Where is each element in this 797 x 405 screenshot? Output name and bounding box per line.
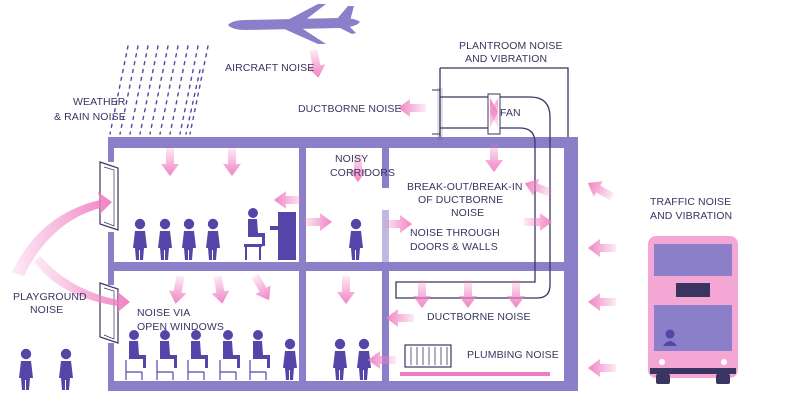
noise-arrow-icon — [524, 213, 552, 231]
label-breakout-2: OF DUCTBORNE — [418, 194, 503, 206]
radiator-icon — [400, 344, 550, 376]
labels: AIRCRAFT NOISE PLANTROOM NOISE AND VIBRA… — [13, 40, 732, 361]
noise-arrow-icon — [398, 99, 426, 117]
playground-children — [19, 348, 73, 390]
noise-arrow-icon — [588, 359, 616, 377]
noise-arrows — [12, 48, 617, 377]
label-windows-2: OPEN WINDOWS — [137, 321, 224, 333]
label-weather-2: & RAIN NOISE — [54, 111, 126, 123]
label-plantroom-2: AND VIBRATION — [465, 53, 547, 65]
label-fan: FAN — [500, 107, 521, 119]
noise-arrow-icon — [12, 192, 112, 276]
label-playground-2: NOISE — [30, 304, 63, 316]
airplane-icon — [228, 4, 360, 44]
label-ductborne-top: DUCTBORNE NOISE — [298, 103, 402, 115]
window-lower — [99, 282, 119, 344]
noise-arrow-icon — [247, 271, 277, 305]
bus-icon — [648, 236, 738, 384]
noise-arrow-icon — [34, 256, 130, 312]
fan-icon — [487, 93, 501, 135]
noise-arrow-icon — [386, 309, 414, 327]
standing-pupils — [133, 218, 220, 260]
noise-arrow-icon — [485, 144, 503, 172]
rain-icon — [109, 45, 209, 135]
noise-arrow-icon — [588, 293, 616, 311]
noise-arrow-icon — [507, 280, 525, 308]
noise-arrow-icon — [274, 191, 302, 209]
corridor-person-upper — [349, 218, 363, 260]
label-noisy-2: CORRIDORS — [330, 167, 395, 179]
noise-arrow-icon — [208, 274, 232, 306]
building-structure — [108, 137, 578, 391]
noise-arrow-icon — [166, 274, 190, 306]
label-ductborne-lower: DUCTBORNE NOISE — [427, 311, 531, 323]
piano-player — [248, 208, 265, 246]
teacher — [283, 338, 297, 380]
noise-arrow-icon — [583, 175, 617, 205]
noise-arrow-icon — [223, 148, 241, 176]
label-plantroom-1: PLANTROOM NOISE — [459, 40, 563, 52]
label-windows-1: NOISE VIA — [137, 307, 190, 319]
corridor-people-lower — [333, 338, 371, 380]
noise-arrow-icon — [304, 213, 332, 231]
label-through-1: NOISE THROUGH — [410, 227, 500, 239]
label-noisy-1: NOISY — [335, 153, 368, 165]
label-breakout-1: BREAK-OUT/BREAK-IN — [407, 181, 523, 193]
seated-pupils — [125, 330, 270, 381]
label-playground-1: PLAYGROUND — [13, 291, 87, 303]
label-plumbing: PLUMBING NOISE — [467, 349, 559, 361]
label-traffic-1: TRAFFIC NOISE — [650, 196, 731, 208]
noise-arrow-icon — [337, 276, 355, 304]
label-through-2: DOORS & WALLS — [410, 241, 498, 253]
label-aircraft: AIRCRAFT NOISE — [225, 62, 314, 74]
label-breakout-3: NOISE — [451, 207, 484, 219]
duct-icon — [395, 67, 569, 299]
plant-wall — [437, 88, 443, 140]
label-traffic-2: AND VIBRATION — [650, 210, 732, 222]
label-weather-1: WEATHER — [73, 96, 126, 108]
piano-icon — [244, 212, 296, 260]
noise-arrow-icon — [413, 280, 431, 308]
noise-arrow-icon — [161, 148, 179, 176]
noise-arrow-icon — [588, 239, 616, 257]
noise-arrow-icon — [459, 280, 477, 308]
